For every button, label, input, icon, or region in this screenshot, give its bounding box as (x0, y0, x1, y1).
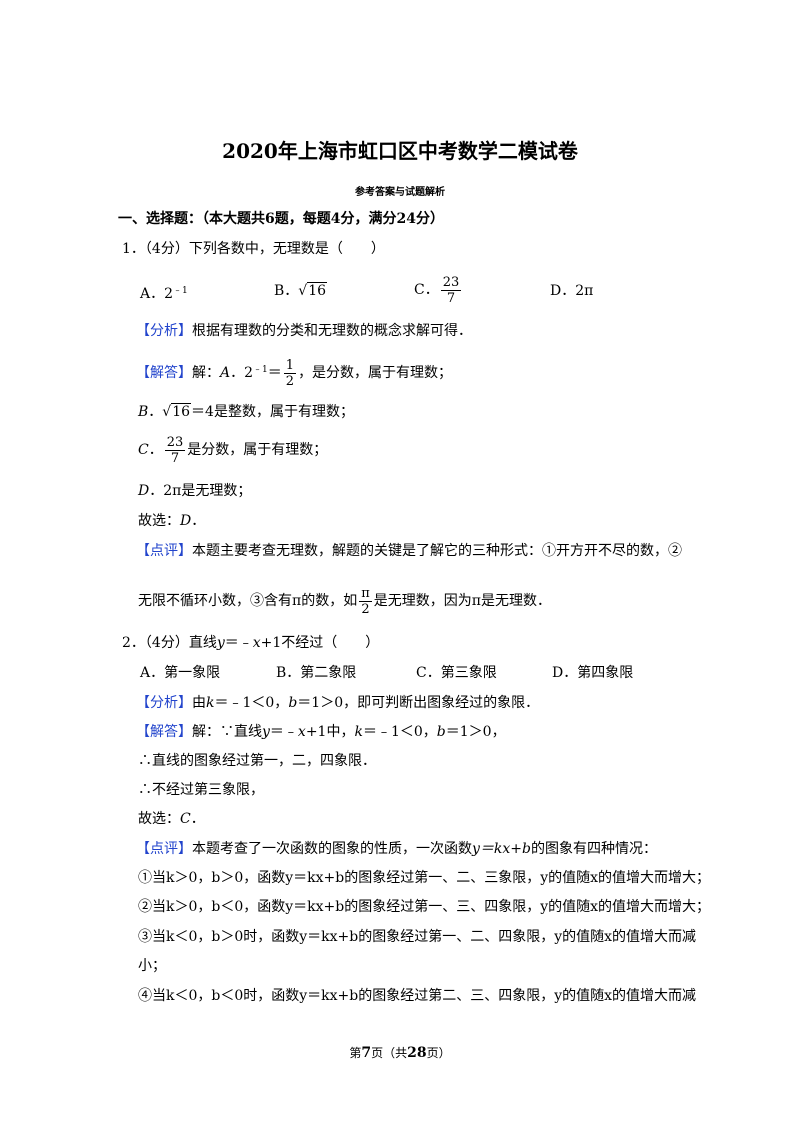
q1-option-a: A．2﹣1 (140, 286, 188, 302)
analysis-tag: 【分析】 (136, 695, 192, 711)
q2-choice: 故选：C． (138, 811, 205, 827)
comment-tag: 【点评】 (136, 841, 192, 857)
q2-analysis: 【分析】由k＝﹣1＜0，b＝1＞0，即可判断出图象经过的象限． (136, 695, 540, 711)
q1-analysis: 【分析】根据有理数的分类和无理数的概念求解可得． (136, 323, 472, 339)
q2-answer-line3: ∴不经过第三象限， (138, 782, 264, 798)
q1-comment: 【点评】本题主要考查无理数，解题的关键是了解它的三种形式：①开方开不尽的数，② (136, 543, 682, 559)
page-footer: 第7页（共28页） (349, 1045, 451, 1061)
q2-case-2: ②当k＞0，b＜0，函数y＝kx+b的图象经过第一、三、四象限，y的值随x的值增… (138, 899, 711, 915)
answer-tag: 【解答】 (136, 365, 192, 381)
q2-option-d: D．第四象限 (552, 665, 634, 681)
page-subtitle: 参考答案与试题解析 (355, 187, 445, 198)
q1-stem: 1．（4分）下列各数中，无理数是（ ） (122, 241, 385, 257)
q1-answer-d: D．2π是无理数； (138, 483, 252, 499)
q2-stem: 2．（4分）直线y＝﹣x+1不经过（ ） (122, 635, 380, 651)
q1-option-b: B．√16 (274, 282, 328, 299)
page-title: 2020年上海市虹口区中考数学二模试卷 (222, 139, 578, 163)
q2-comment: 【点评】本题考查了一次函数的图象的性质，一次函数y＝kx+b的图象有四种情况： (136, 841, 657, 857)
q2-option-b: B．第二象限 (276, 665, 357, 681)
q1-answer-b: B．√16＝4是整数，属于有理数； (138, 403, 354, 420)
q2-case-3-cont: 小； (138, 958, 166, 974)
q2-option-a: A．第一象限 (140, 665, 221, 681)
q2-case-3: ③当k＜0，b＞0时，函数y＝kx+b的图象经过第一、二、四象限，y的值随x的值… (138, 929, 697, 945)
q1-option-d: D．2π (550, 283, 594, 299)
answer-tag: 【解答】 (136, 724, 192, 740)
section-heading: 一、选择题：（本大题共6题，每题4分，满分24分） (118, 211, 444, 227)
comment-tag: 【点评】 (136, 543, 192, 559)
q2-case-4: ④当k＜0，b＜0时，函数y＝kx+b的图象经过第二、三、四象限，y的值随x的值… (138, 988, 697, 1004)
q2-answer-line2: ∴直线的图象经过第一，二，四象限． (138, 753, 376, 769)
q2-answer: 【解答】解：∵直线y＝﹣x+1中，k＝﹣1＜0，b＝1＞0， (136, 724, 506, 740)
q1-choice: 故选：D． (138, 513, 206, 529)
q2-option-c: C．第三象限 (416, 665, 497, 681)
analysis-tag: 【分析】 (136, 323, 192, 339)
q2-case-1: ①当k＞0，b＞0，函数y＝kx+b的图象经过第一、二、三象限，y的值随x的值增… (138, 870, 711, 886)
